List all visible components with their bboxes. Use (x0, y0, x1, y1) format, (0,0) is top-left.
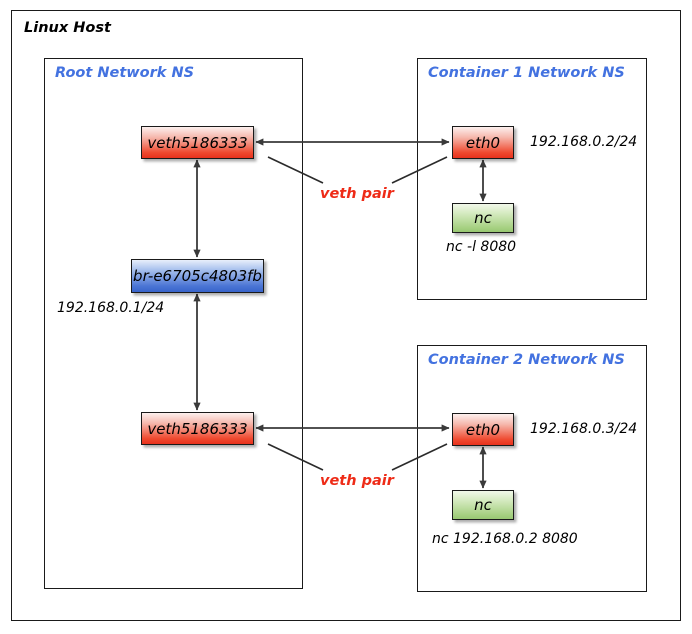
node-bridge[interactable]: br-e6705c4803fb (131, 259, 264, 293)
veth-pair-label-bottom: veth pair (320, 473, 394, 489)
root-network-ns-title: Root Network NS (55, 65, 195, 81)
veth-pair-label-top: veth pair (320, 186, 394, 202)
container-2-network-ns-frame (417, 345, 647, 592)
linux-host-title: Linux Host (24, 20, 111, 36)
eth0-container-1-ip-label: 192.168.0.2/24 (530, 134, 638, 150)
node-eth0-container-2[interactable]: eth0 (452, 413, 514, 446)
nc-container-2-command-label: nc 192.168.0.2 8080 (432, 531, 578, 547)
node-nc-container-1[interactable]: nc (452, 203, 514, 233)
linux-host-frame (11, 10, 681, 621)
eth0-container-2-ip-label: 192.168.0.3/24 (530, 421, 638, 437)
nc-container-1-command-label: nc -l 8080 (446, 239, 517, 255)
node-veth-top[interactable]: veth5186333 (141, 126, 254, 159)
root-network-ns-frame (44, 58, 303, 589)
node-eth0-container-1[interactable]: eth0 (452, 126, 514, 159)
bridge-ip-label: 192.168.0.1/24 (57, 300, 165, 316)
container-1-network-ns-frame (417, 58, 647, 300)
container-1-network-ns-title: Container 1 Network NS (428, 65, 625, 81)
node-nc-container-2[interactable]: nc (452, 490, 514, 520)
node-veth-bottom[interactable]: veth5186333 (141, 412, 254, 445)
container-2-network-ns-title: Container 2 Network NS (428, 352, 625, 368)
